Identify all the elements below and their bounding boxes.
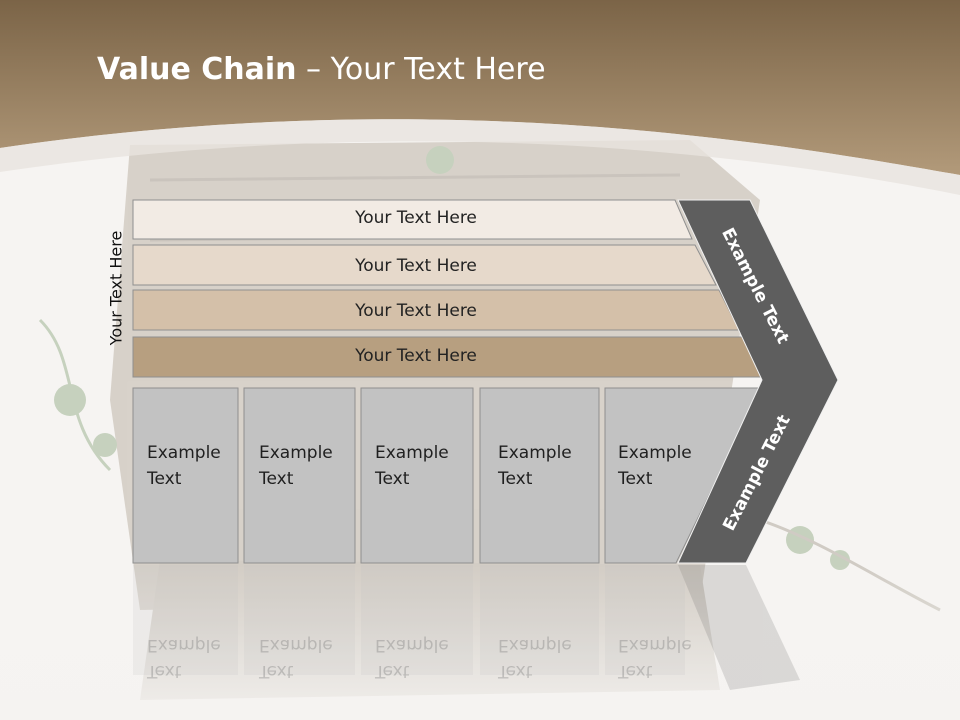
margin-chevron — [677, 199, 839, 564]
reflection — [133, 565, 800, 690]
row-label-2: Your Text Here — [355, 256, 477, 276]
row-bar-1 — [132, 199, 693, 240]
row-label-1: Your Text Here — [355, 208, 477, 228]
activity-box-4 — [479, 387, 600, 564]
activity-box-5 — [604, 387, 762, 564]
slide-title: Value Chain – Your Text Here — [97, 52, 546, 87]
activity-box-3 — [360, 387, 474, 564]
activity-box-1 — [132, 387, 239, 564]
activity-box-2 — [243, 387, 356, 564]
row-bar-2 — [132, 244, 717, 286]
row-label-3: Your Text Here — [355, 301, 477, 321]
row-label-4: Your Text Here — [355, 346, 477, 366]
